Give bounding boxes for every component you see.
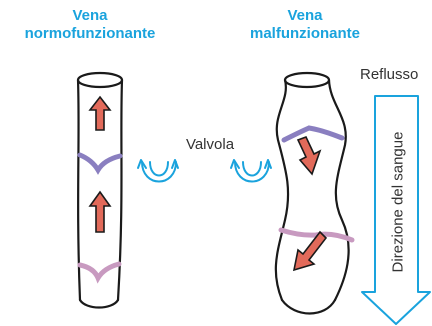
faulty-vein	[276, 73, 349, 314]
up-arrow-icon	[90, 97, 110, 130]
valve-icon	[138, 160, 178, 182]
down-arrow-icon	[294, 232, 326, 270]
blood-direction-label-wrap: Direzione del sangue	[383, 122, 413, 282]
faulty-valve-1	[284, 128, 342, 140]
normal-valve-2	[80, 264, 119, 278]
normal-valve-1	[80, 155, 120, 170]
reflux-label: Reflusso	[360, 66, 418, 83]
blood-direction-label: Direzione del sangue	[390, 132, 407, 273]
down-arrow-icon	[298, 137, 320, 174]
valve-label: Valvola	[180, 136, 240, 153]
up-arrow-icon	[90, 192, 110, 232]
valve-icon	[231, 160, 271, 182]
